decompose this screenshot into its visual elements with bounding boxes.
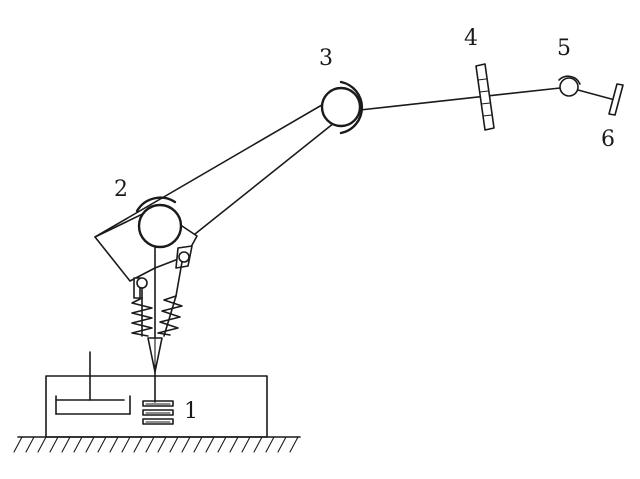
sensor-stack xyxy=(142,400,174,425)
upper-arm-link xyxy=(94,94,340,239)
flange-4 xyxy=(475,63,495,131)
label-5: 5 xyxy=(557,36,571,61)
ground xyxy=(13,436,301,453)
base-housing xyxy=(45,351,268,438)
end-effector-6 xyxy=(577,83,624,116)
joint-2 xyxy=(135,196,183,249)
label-2: 2 xyxy=(114,177,128,202)
needle-rod xyxy=(147,225,163,403)
label-4: 4 xyxy=(464,26,478,51)
label-1: 1 xyxy=(184,399,198,424)
spring-left xyxy=(131,277,153,337)
label-6: 6 xyxy=(601,127,615,152)
joint-5 xyxy=(558,75,581,97)
forearm-link xyxy=(359,87,561,111)
joint-3 xyxy=(320,80,364,135)
spring-right xyxy=(157,245,193,337)
label-3: 3 xyxy=(319,46,333,71)
